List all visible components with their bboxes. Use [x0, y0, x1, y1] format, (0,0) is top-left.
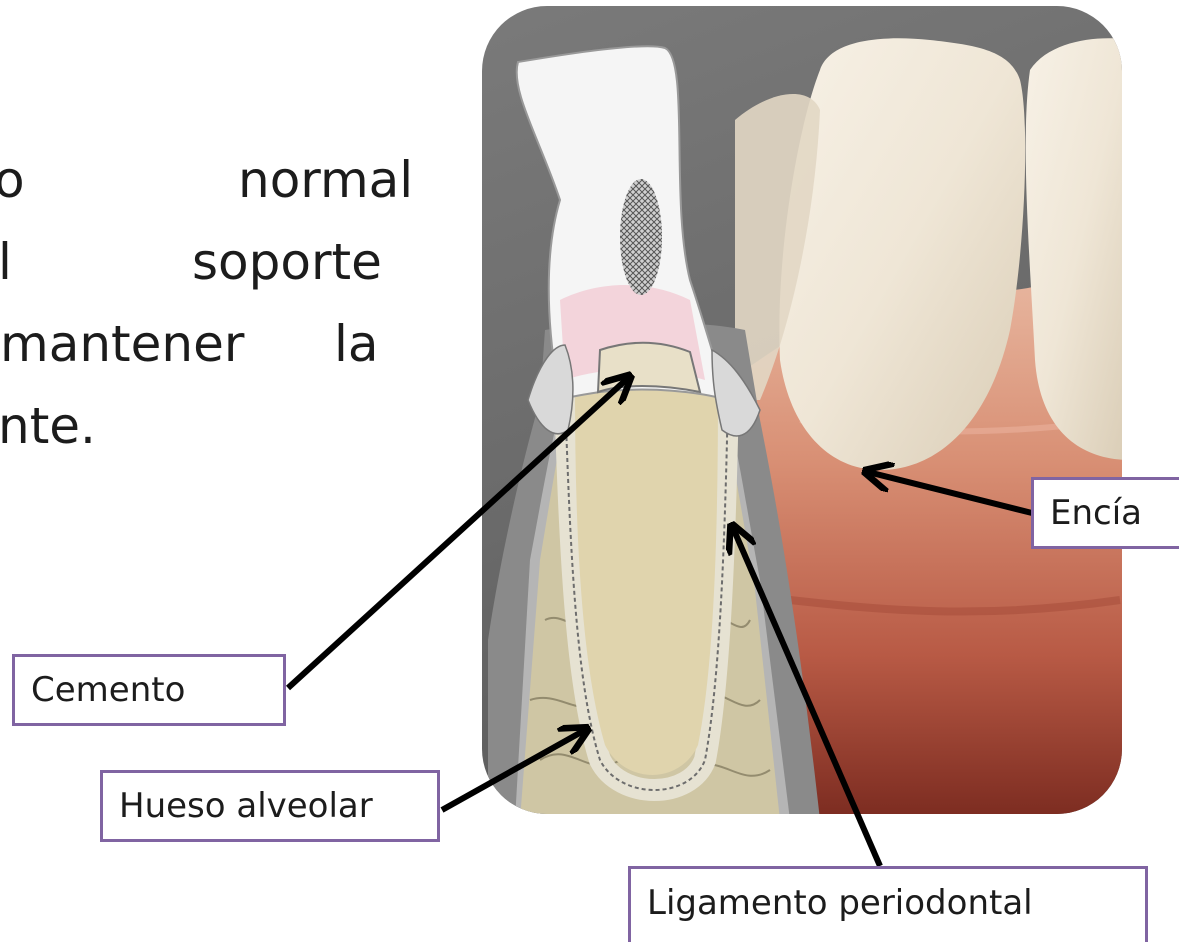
label-hueso-alveolar: Hueso alveolar [100, 770, 440, 842]
label-encia: Encía [1031, 477, 1179, 549]
pulp-chamber [620, 179, 662, 295]
label-cemento: Cemento [12, 654, 286, 726]
label-ligamento-periodontal: Ligamento periodontal [628, 866, 1148, 942]
